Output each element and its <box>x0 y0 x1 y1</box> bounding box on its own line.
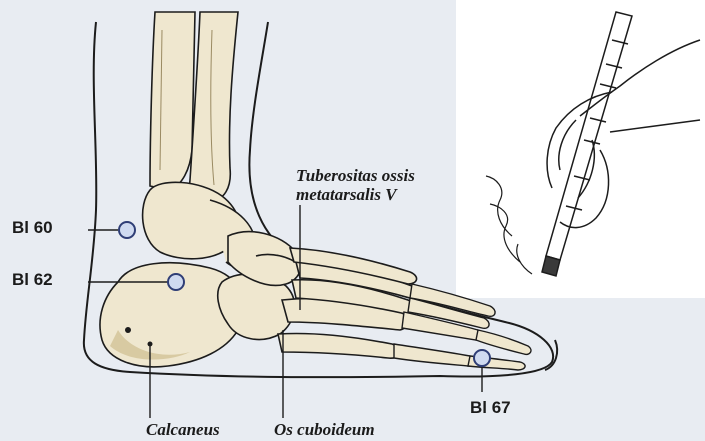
bl60-label: Bl 60 <box>12 218 53 238</box>
os-cuboideum-label: Os cuboideum <box>274 420 375 439</box>
bl60-point <box>119 222 135 238</box>
leg-bones <box>150 12 238 202</box>
moxa-stick-illustration <box>486 12 700 276</box>
bl67-point <box>474 350 490 366</box>
bl62-point <box>168 274 184 290</box>
bl62-label: Bl 62 <box>12 270 53 290</box>
tuberositas-label-line1: Tuberositas ossis <box>296 166 415 185</box>
calcaneus-label: Calcaneus <box>146 420 220 439</box>
bl67-label: Bl 67 <box>470 398 511 418</box>
tuberositas-label-line2: metatarsalis V <box>296 185 397 204</box>
